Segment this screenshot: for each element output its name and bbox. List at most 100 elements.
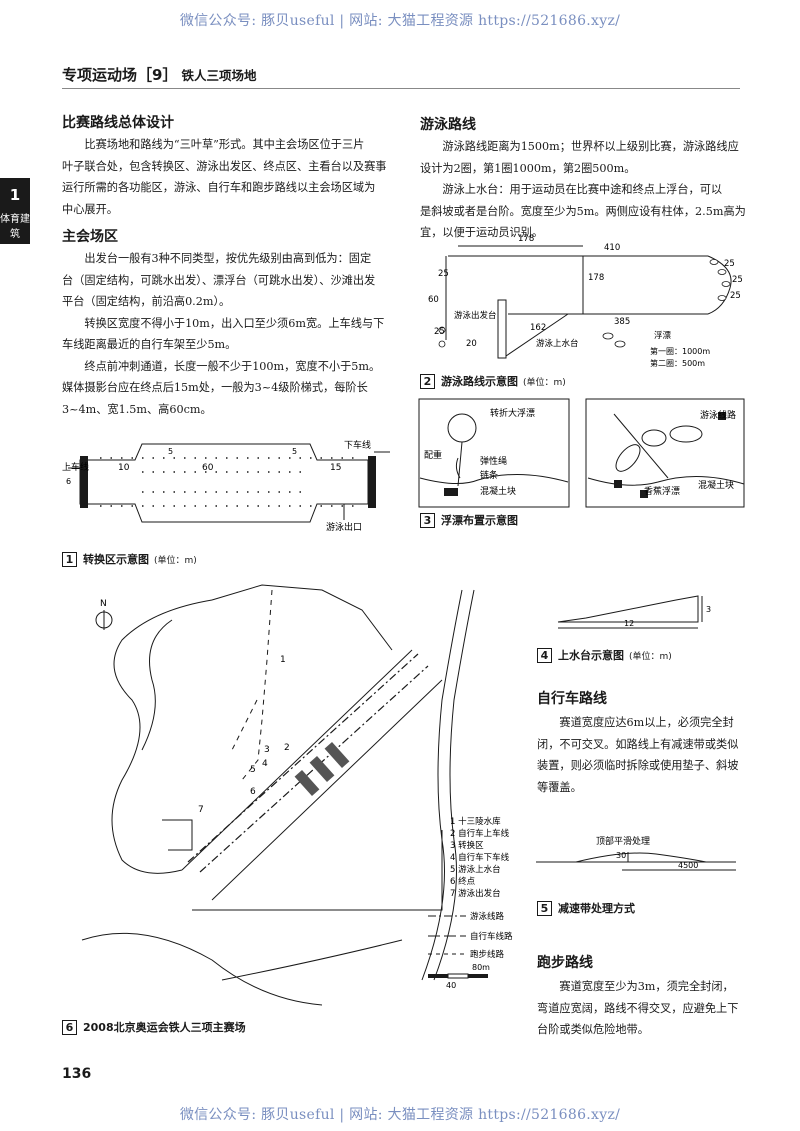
callout-5: 5 — [250, 765, 256, 775]
text-line: 游泳上水台：用于运动员在比赛中途和终点上浮台，可以 — [420, 183, 723, 196]
swim-exit-label: 游泳出口 — [326, 521, 362, 533]
dim-3: 3 — [706, 605, 711, 614]
caption-unit: (单位：m) — [629, 651, 672, 662]
text-line: 比赛场地和路线为“三叶草”形式。其中主会场区位于三片 — [62, 138, 365, 151]
section-heading-main-venue: 主会场区 — [62, 229, 118, 245]
dim-10: 10 — [118, 463, 130, 473]
rope-label: 弹性绳 — [480, 455, 507, 467]
caption-unit: (单位：m) — [523, 377, 566, 388]
top-watermark: 微信公众号: 豚贝useful | 网站: 大猫工程资源 https://521… — [179, 13, 621, 29]
text-line: 弯道应宽阔，路线不得交叉，应避免上下 — [537, 1001, 739, 1015]
dim-60: 60 — [428, 295, 439, 305]
buoy-label: 浮漂 — [654, 330, 672, 341]
figure-transition-zone: 上车线 6 10 60 15 5 5 下车线 游泳出口 — [62, 439, 390, 533]
figure-speed-bump: 顶部平滑处理 30 4500 — [536, 835, 736, 871]
text-line: 等覆盖。 — [537, 780, 582, 794]
concrete-label-b: 混凝土块 — [698, 479, 734, 491]
page-title: 专项运动场［9］ — [62, 66, 178, 84]
section-heading-run: 跑步路线 — [537, 955, 593, 971]
legend-item: 5 游泳上水台 — [450, 864, 501, 875]
caption-fig2: 2 游泳路线示意图 (单位：m) — [420, 373, 566, 389]
text-line: 中心展开。 — [62, 202, 118, 216]
figure-number-badge: 1 — [62, 551, 77, 567]
section-heading-swim: 游泳路线 — [420, 117, 476, 133]
text-line: 赛道宽度应达6m以上，必须完全封 — [537, 716, 734, 729]
legend-item: 4 自行车下车线 — [450, 852, 510, 863]
caption-fig4: 4 上水台示意图 (单位：m) — [537, 647, 672, 663]
callout-6: 6 — [250, 787, 256, 797]
legend-bike-line: 自行车线路 — [470, 931, 513, 942]
caption-text: 上水台示意图 — [558, 649, 624, 662]
swim-start-label: 游泳出发台 — [454, 310, 497, 321]
text-line: 装置，则必须临时拆除或使用垫子、斜坡 — [537, 759, 739, 772]
reservoir-number: 1 — [280, 655, 286, 665]
dim-25-b: 25 — [724, 259, 735, 269]
north-arrow-label: N — [100, 599, 107, 609]
dim-162: 162 — [530, 323, 546, 333]
paragraph-bike: 赛道宽度应达6m以上，必须完全封 闭，不可交叉。如路线上有减速带或类似 装置，则… — [537, 712, 747, 798]
text-line: 出发台一般有3种不同类型，按优先级别由高到低为：固定 — [62, 252, 372, 265]
callout-7: 7 — [198, 805, 204, 815]
dim-178-right: 178 — [588, 273, 604, 283]
text-line: 终点前冲刺通道，长度一般不少于100m，宽度不小于5m。 — [62, 359, 381, 373]
paragraph-run: 赛道宽度至少为3m，须完全封闭， 弯道应宽阔，路线不得交叉，应避免上下 台阶或类… — [537, 976, 747, 1041]
legend-swim-line: 游泳线路 — [470, 911, 505, 922]
caption-unit: (单位：m) — [154, 555, 197, 566]
legend-item: 2 自行车上车线 — [450, 828, 510, 839]
dim-410: 410 — [604, 243, 620, 253]
bottom-watermark: 微信公众号: 豚贝useful | 网站: 大猫工程资源 https://521… — [179, 1107, 621, 1123]
figure-number-badge: 3 — [420, 512, 435, 528]
callout-2: 2 — [284, 743, 290, 753]
callout-4: 4 — [262, 759, 268, 769]
text-line: 游泳路线距离为1500m；世界杯以上级别比赛，游泳路线应 — [420, 140, 739, 153]
page-header: 专项运动场［9］铁人三项场地 — [62, 64, 256, 85]
swim-route-label: 游泳线路 — [700, 409, 736, 421]
figure-number-badge: 5 — [537, 900, 552, 916]
paragraph-swim: 游泳路线距离为1500m；世界杯以上级别比赛，游泳路线应 设计为2圈，第1圈10… — [420, 136, 750, 244]
swim-exit-label: 游泳上水台 — [536, 338, 579, 349]
text-line: 叶子联合处，包含转换区、游泳出发区、终点区、主看台以及赛事 — [62, 159, 387, 173]
dim-5-a: 5 — [168, 447, 173, 456]
caption-text: 转换区示意图 — [83, 553, 149, 566]
paragraph-overall: 比赛场地和路线为“三叶草”形式。其中主会场区位于三片 叶子联合处，包含转换区、游… — [62, 134, 392, 220]
text-line: 台（固定结构，可跳水出发）、漂浮台（可跳水出发）、沙滩出发 — [62, 273, 376, 287]
dismount-line-label: 下车线 — [344, 439, 371, 451]
dim-25-d: 25 — [730, 291, 741, 301]
bump-width: 4500 — [678, 861, 698, 870]
legend-item: 1 十三陵水库 — [450, 816, 501, 827]
section-heading-bike: 自行车路线 — [537, 691, 607, 707]
weight-label: 配重 — [424, 449, 442, 461]
mount-line-label: 上车线 — [62, 461, 89, 473]
page-subtitle: 铁人三项场地 — [181, 68, 257, 83]
text-line: 宜，以便于运动员识别。 — [420, 226, 544, 239]
lap2-label: 第二圈：500m — [650, 358, 705, 368]
caption-text: 浮漂布置示意图 — [441, 514, 518, 527]
header-rule — [62, 88, 740, 89]
bump-top-label: 顶部平滑处理 — [596, 835, 650, 847]
legend-item: 6 终点 — [450, 876, 476, 887]
turn-buoy-label: 转折大浮漂 — [490, 407, 535, 419]
figure-number-badge: 4 — [537, 647, 552, 663]
dim-25-e: 25 — [434, 327, 445, 337]
dim-15: 15 — [330, 463, 341, 473]
caption-fig1: 1 转换区示意图 (单位：m) — [62, 551, 197, 567]
text-line: 赛道宽度至少为3m，须完全封闭， — [537, 980, 734, 993]
text-line: 运行所需的各功能区，游泳、自行车和跑步路线以主会场区域为 — [62, 181, 376, 194]
figure-number-badge: 2 — [420, 373, 435, 389]
page-number: 136 — [62, 1066, 92, 1082]
chapter-number: 1 — [9, 186, 21, 204]
text-line: 设计为2圈，第1圈1000m，第2圈500m。 — [420, 161, 636, 175]
chain-label: 链条 — [480, 469, 498, 481]
figure-site-plan: N 1 2 3 4 5 6 7 1 十三陵水库 2 自行车上车线 3 转换区 4… — [81, 584, 513, 1006]
banana-buoy-label: 香蕉浮漂 — [644, 485, 680, 497]
legend-item: 7 游泳出发台 — [450, 888, 501, 899]
caption-fig6: 6 2008北京奥运会铁人三项主赛场 — [62, 1019, 246, 1035]
caption-text: 减速带处理方式 — [558, 902, 635, 915]
chapter-label: 体育建筑 — [0, 214, 30, 240]
caption-fig3: 3 浮漂布置示意图 — [420, 512, 518, 528]
dim-5-b: 5 — [292, 447, 297, 456]
concrete-label-a: 混凝土块 — [480, 485, 516, 497]
text-line: 闭，不可交叉。如路线上有减速带或类似 — [537, 737, 739, 751]
text-line: 平台（固定结构，前沿高0.2m）。 — [62, 295, 231, 308]
scale-40: 40 — [446, 981, 456, 990]
